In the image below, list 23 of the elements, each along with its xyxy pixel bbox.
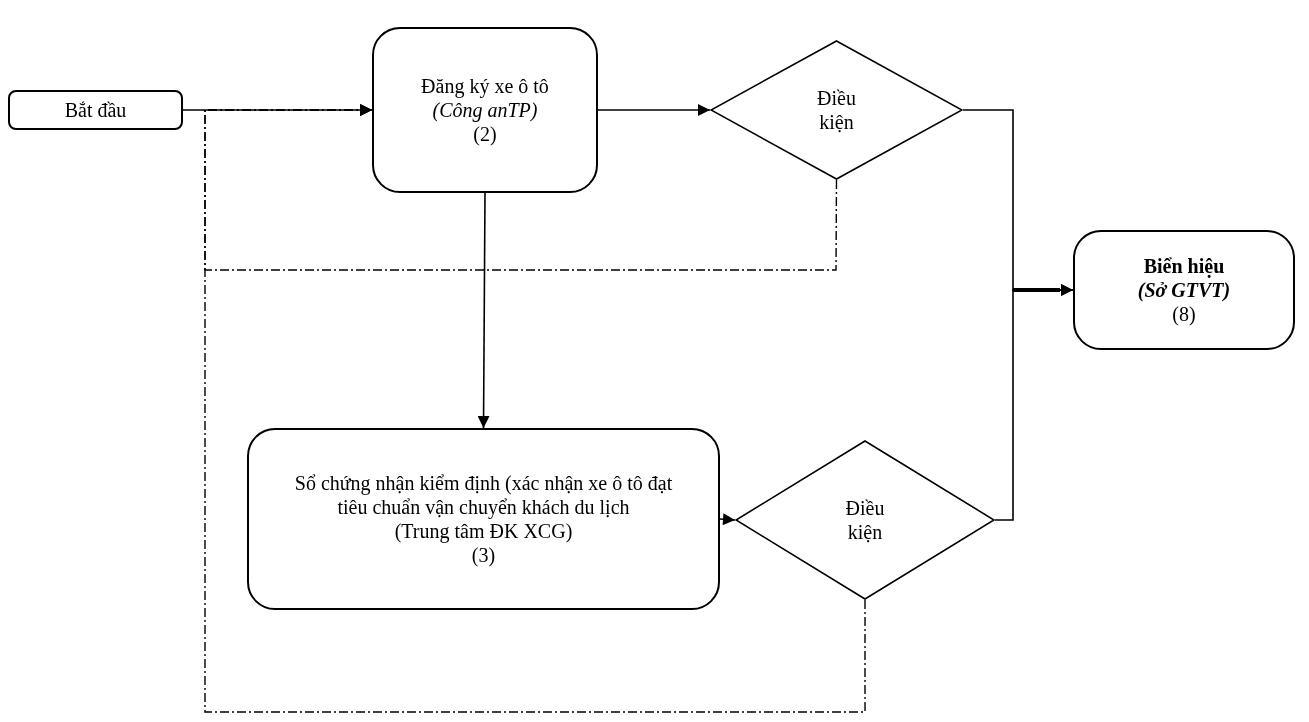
node-text: (Công anTP) [432, 98, 538, 122]
start-box [8, 90, 183, 130]
node-text: (Sở GTVT) [1137, 278, 1231, 302]
arrow [597, 104, 711, 116]
arrow [719, 513, 736, 526]
node-text: Điều kiện [844, 496, 886, 544]
node-text: (2) [473, 122, 497, 146]
process-box [372, 27, 598, 193]
decision-diamond [710, 40, 963, 180]
end-box [1073, 230, 1295, 350]
node-text: (8) [1172, 302, 1196, 326]
node-text: Sổ chứng nhận kiểm định (xác nhận xe ô tô đạt tiêu chuẩn vận chuyển khách du lịch [293, 471, 674, 519]
arrow [477, 192, 490, 429]
node-text: (3) [471, 543, 496, 567]
process-box [247, 428, 720, 610]
node-text: Đăng ký xe ô tô [421, 74, 549, 98]
arrow [994, 284, 1074, 521]
dash-dot-arrow [204, 104, 866, 713]
node-text: Điều kiện [816, 86, 857, 134]
decision-diamond [735, 440, 995, 600]
node-text: Bắt đầu [64, 98, 127, 122]
node-text: (Trung tâm ĐK XCG) [394, 519, 573, 543]
node-text: Biển hiệu [1143, 254, 1225, 278]
